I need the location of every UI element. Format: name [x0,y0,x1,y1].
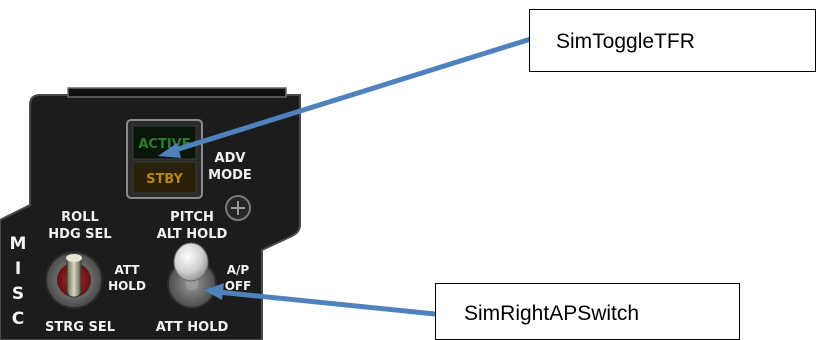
pitch-label: PITCH [170,210,214,225]
misc-letter-i: I [15,259,21,279]
arrow-to-ap-switch [204,283,436,317]
callout-sim-right-ap-switch: SimRightAPSwitch [435,283,740,340]
hdg-sel-label: HDG SEL [48,227,111,242]
arrow-to-adv-mode [158,35,535,158]
ap-label: A/P [227,263,250,277]
misc-letter-c: C [12,309,24,329]
strg-sel-label: STRG SEL [45,320,115,335]
misc-letter-m: M [10,234,27,254]
panel-top-edge [67,87,287,98]
roll-mode-toggle-switch[interactable] [45,251,103,309]
att-hold-label-right: ATT HOLD [156,320,229,335]
adv-mode-button[interactable]: ACTIVE STBY [126,119,203,199]
adv-label: ADV [215,151,246,166]
mode-label: MODE [208,168,252,183]
callout-tfr-text: SimToggleTFR [556,30,695,53]
callout-ap-text: SimRightAPSwitch [464,302,640,325]
screw-icon [225,195,251,221]
misc-letter-s: S [12,284,24,304]
off-label: OFF [225,279,252,293]
att-label-left: ATT [114,263,140,277]
alt-hold-label: ALT HOLD [157,227,228,242]
adv-mode-stby-indicator: STBY [146,172,183,187]
hold-label-left: HOLD [108,279,146,293]
roll-label: ROLL [61,210,99,225]
callout-sim-toggle-tfr: SimToggleTFR [529,9,816,72]
pitch-ap-toggle-switch[interactable] [167,242,217,309]
